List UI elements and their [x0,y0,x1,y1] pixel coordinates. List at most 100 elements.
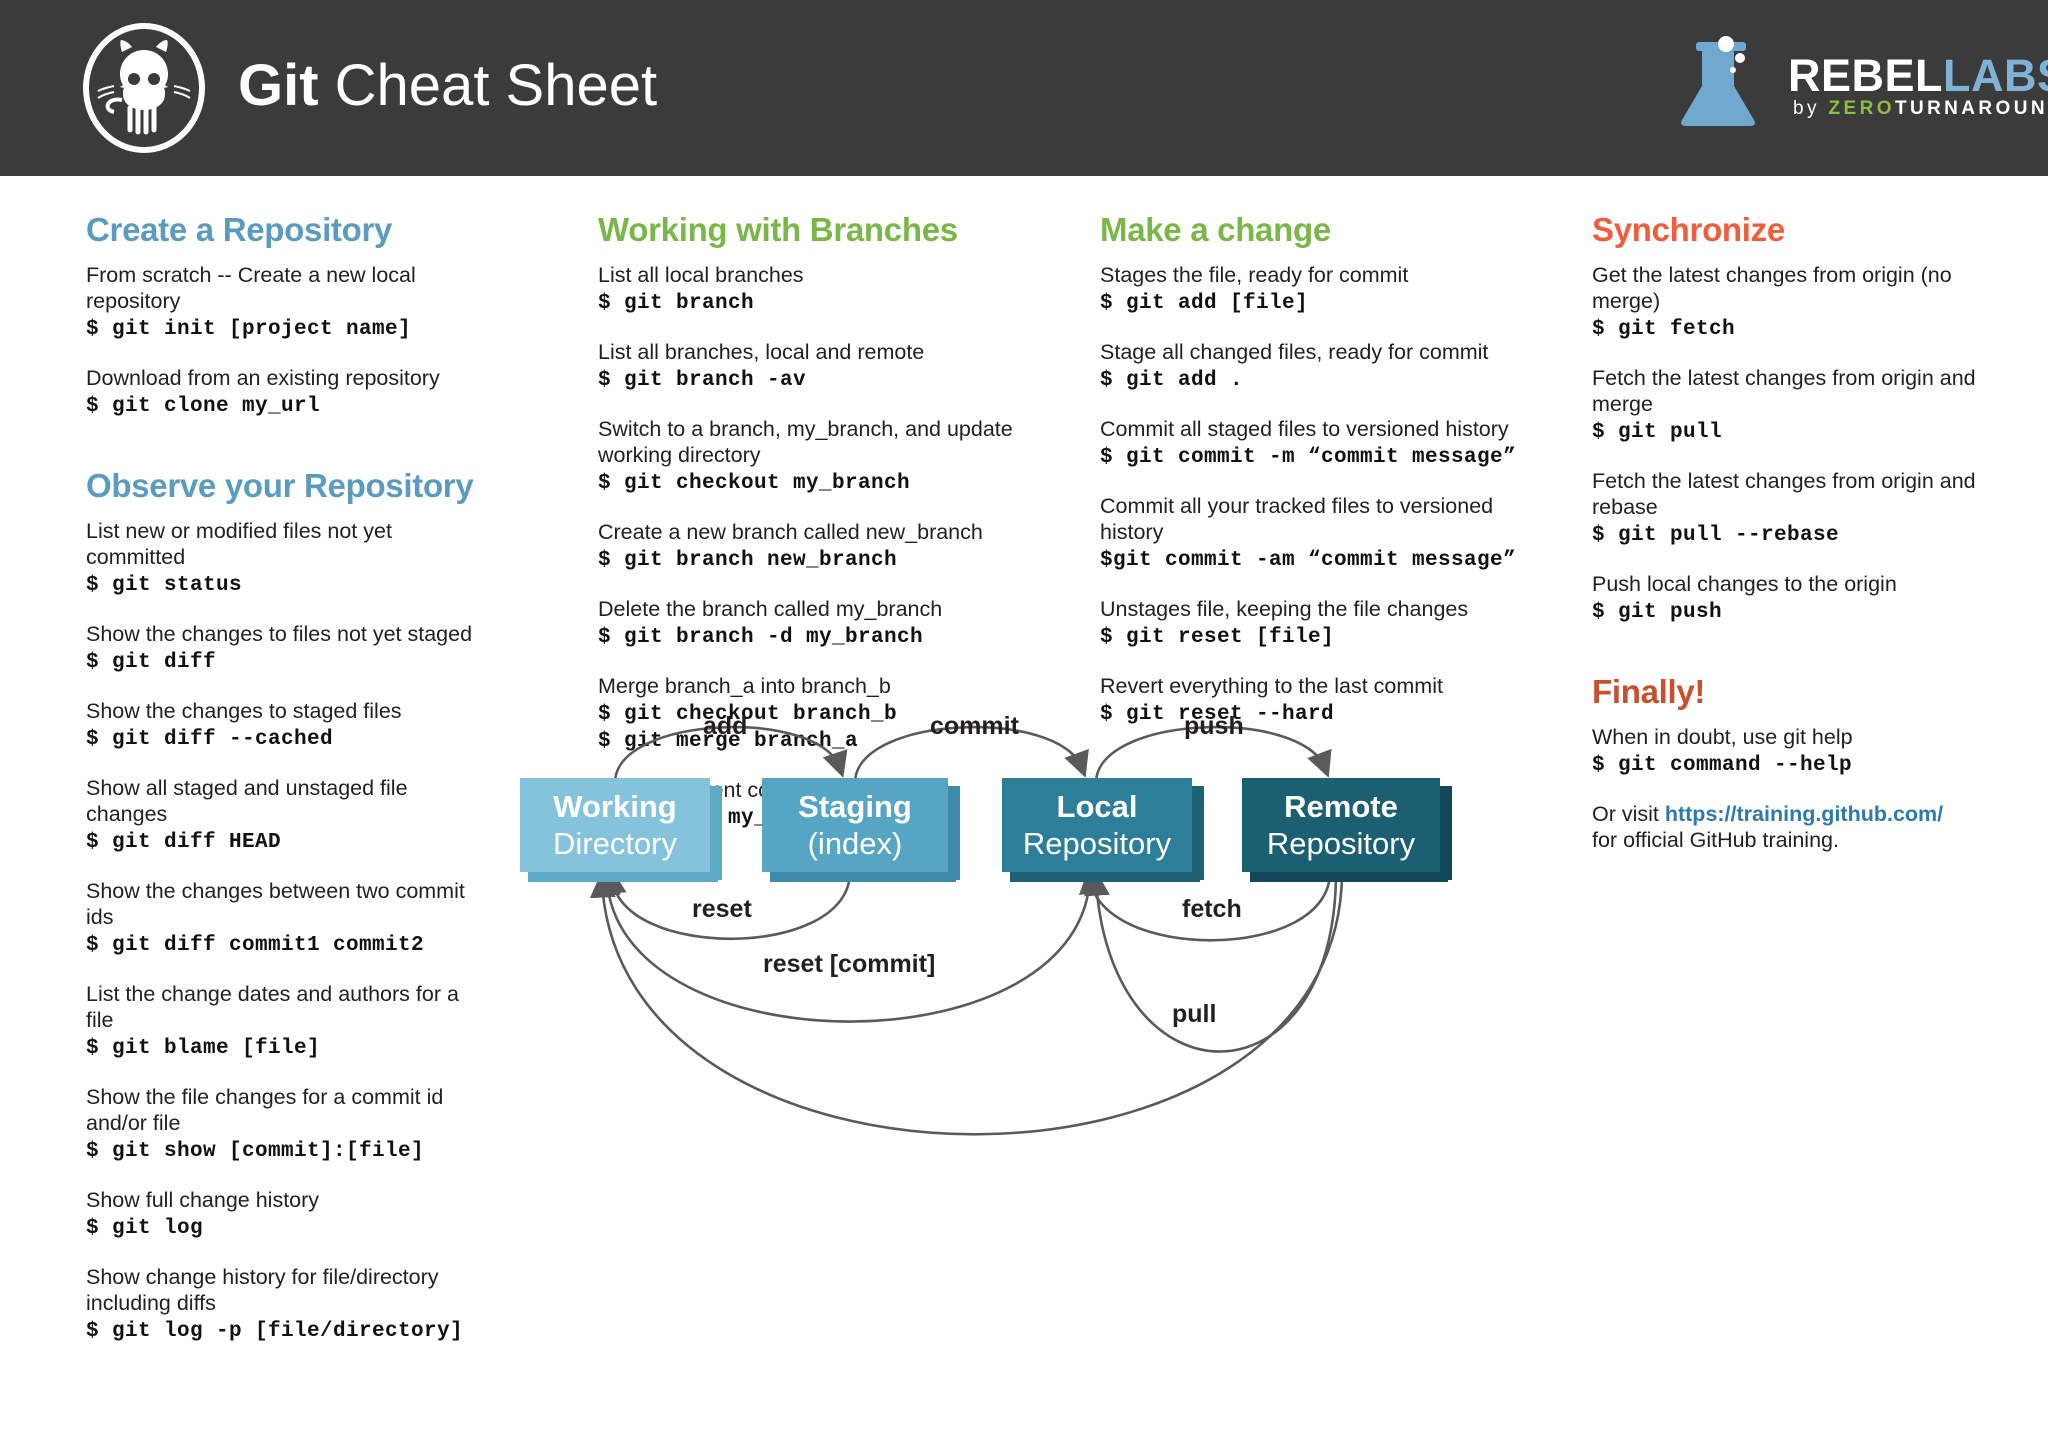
command-code: $ git diff [86,651,217,674]
command-description: List all local branches [598,263,804,287]
box-title-line1: Remote [1284,789,1398,824]
command-entry: Show the changes to staged files$ git di… [86,698,486,753]
section-heading-observe-your-repository: Observe your Repository [86,467,474,504]
footer-prefix: Or visit [1592,802,1665,826]
box-title-line2: (index) [807,826,903,861]
command-description: Show the changes to files not yet staged [86,622,473,646]
command-description: When in doubt, use git help [1592,725,1853,749]
rebellabs-wordmark: REBELLABS [1788,50,2048,102]
command-code: $ git merge branch_a [598,730,859,753]
command-entry: Show the file changes for a commit id an… [86,1084,486,1165]
command-description: Stages the file, ready for commit [1100,263,1409,287]
command-description: List the change dates and authors for a … [86,982,459,1032]
arrow-label-pull: pull [1172,1000,1217,1028]
command-code: $ git commit -m “commit message” [1100,446,1517,469]
command-description: Commit all staged files to versioned his… [1100,417,1509,441]
command-description: Push local changes to the origin [1592,572,1897,596]
box-shadow-bottom [528,872,718,882]
box-title-line2: Repository [1022,826,1172,861]
box-shadow-right [1192,786,1204,880]
box-shadow-bottom [1010,872,1200,882]
command-entry: Fetch the latest changes from origin and… [1592,365,1992,446]
command-entry: Stages the file, ready for commit $ git a… [1100,262,1540,317]
command-code: $ git reset [file] [1100,626,1335,649]
command-entry: Push local changes to the origin$ git pu… [1592,571,1992,626]
command-description: Show the changes to staged files [86,699,402,723]
command-description: Commit all your tracked files to version… [1100,494,1494,544]
tagline-zero-text: ZERO [1828,98,1895,119]
footer-suffix: for official GitHub training. [1592,828,1839,852]
command-description: Revert everything to the last commit [1100,674,1443,698]
command-description: Show the changes between two commit ids [86,879,465,929]
command-description: Merge branch_a into branch_b [598,674,891,698]
arrow-label-push: push [1184,712,1244,740]
command-description: Download from an existing repository [86,366,440,390]
command-code: $ git branch [598,292,755,315]
command-code: $ git branch new_branch [598,549,898,572]
git-workflow-diagram: Working Directory Staging (index) Local … [490,690,1550,1440]
command-code: $ git init [project name] [86,318,412,341]
footer-note: Or visit https://training.github.com/ fo… [1592,801,1992,853]
command-entry: Delete the branch called my_branch$ git … [598,596,1018,651]
command-code: $ git pull --rebase [1592,524,1840,547]
box-shadow-right [710,786,722,880]
command-description: Create a new branch called new_branch [598,520,983,544]
command-code: $ git log -p [file/directory] [86,1320,464,1343]
command-entry: Commit all your tracked files to version… [1100,493,1540,574]
command-entry: Stage all changed files, ready for commi… [1100,339,1540,394]
command-code: $ git pull [1592,421,1723,444]
command-code: $ git reset --hard [1100,703,1335,726]
tagline-by-text: by [1793,98,1829,119]
command-entry: Merge branch_a into branch_b$ git checko… [598,673,1018,755]
command-code: $ git show [commit]:[file] [86,1140,425,1163]
command-entry: Get the latest changes from origin (no m… [1592,262,1992,343]
command-entry: Create a new branch called new_branch $ g… [598,519,1018,574]
command-description: Unstages file, keeping the file changes [1100,597,1469,621]
working-directory-box: Working Directory [520,778,722,882]
rebellabs-logo: REBELLABS by ZEROTURNAROUND [1678,28,2048,138]
github-training-link[interactable]: https://training.github.com/ [1664,802,1944,826]
box-shadow-right [948,786,960,880]
section-heading-working-with-branches: Working with Branches [598,211,958,248]
command-entry: Show all staged and unstaged file change… [86,775,486,856]
command-entry: Commit all staged files to versioned his… [1100,416,1540,471]
command-description: Delete the branch called my_branch [598,597,943,621]
command-code: $ git status [86,574,243,597]
page-header: Git Cheat Sheet REBELLABS by ZEROTURNARO… [0,0,2048,176]
command-code: $ git branch -av [598,369,807,392]
command-entry: Switch to a branch, my_branch, and updat… [598,416,1018,497]
command-description: Show the file changes for a commit id an… [86,1085,444,1135]
box-title-line2: Repository [1266,826,1416,861]
arrow-label-commit: commit [930,712,1019,740]
octocat-logo-icon [78,22,210,154]
command-code: $ git add [file] [1100,292,1309,315]
command-entry: Fetch the latest changes from origin and… [1592,468,1992,549]
command-description: List new or modified files not yet commi… [86,519,392,569]
command-code: $ git diff HEAD [86,831,282,854]
page-title: Git Cheat Sheet [238,50,657,122]
command-code: $ git diff commit1 commit2 [86,934,425,957]
flask-icon [1681,36,1755,126]
command-code: $ git clone my_url [86,395,321,418]
arrow-label-reset-commit: reset [commit] [763,950,936,978]
command-code: $ git log [86,1217,204,1240]
command-entry: List all branches, local and remote$ git… [598,339,1018,394]
rebellabs-tagline: by ZEROTURNAROUND [1793,98,2048,120]
section-heading-synchronize: Synchronize [1592,211,1785,248]
box-title-line2: Directory [552,826,677,861]
box-title-line1: Working [553,789,677,824]
page-title-bold: Git [238,53,319,118]
arrow-label-reset: reset [692,895,752,923]
command-code: $ git add . [1100,369,1244,392]
rebellabs-rebel-text: REBEL [1788,50,1944,101]
command-description: Show change history for file/directory i… [86,1265,439,1315]
staging-index-box: Staging (index) [762,778,960,882]
rebellabs-labs-text: LABS [1943,50,2048,101]
command-code: $ git command --help [1592,754,1853,777]
box-title-line1: Staging [798,789,912,824]
command-entry: Unstages file, keeping the file changes $… [1100,596,1540,651]
box-shadow-right [1440,786,1452,880]
command-entry: List new or modified files not yet commi… [86,518,486,599]
